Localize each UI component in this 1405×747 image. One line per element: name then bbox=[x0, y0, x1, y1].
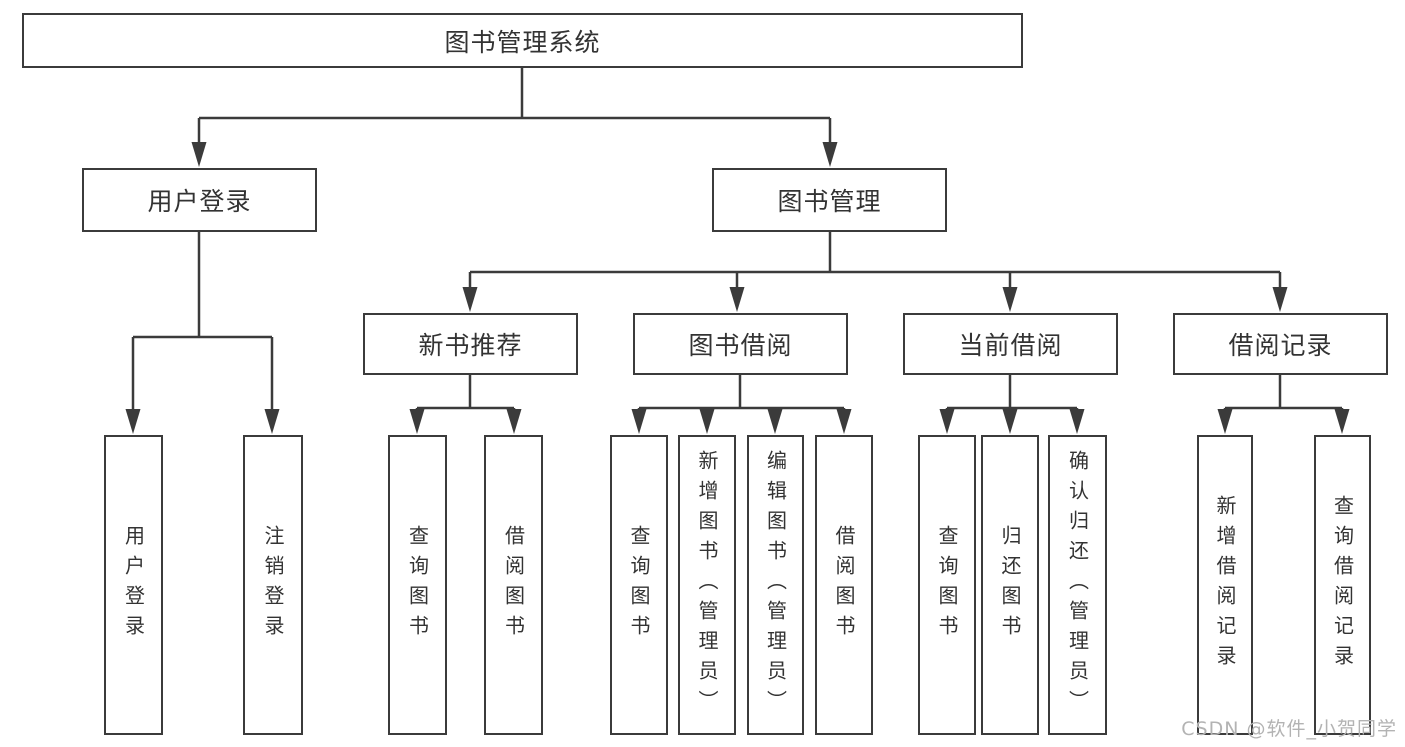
node-leaf-borrow-edit-books-label: 编辑图书（管理员） bbox=[763, 450, 788, 720]
node-leaf-current-query-books-label: 查询图书 bbox=[935, 525, 959, 645]
node-root-label: 图书管理系统 bbox=[444, 27, 601, 57]
node-current-borrow-label: 当前借阅 bbox=[958, 331, 1063, 360]
node-leaf-borrow-query-books: 查询图书 bbox=[610, 435, 668, 735]
node-borrow-records: 借阅记录 bbox=[1173, 313, 1388, 375]
node-leaf-recommend-borrow-books-label: 借阅图书 bbox=[501, 525, 526, 645]
watermark: CSDN @软件_小贺同学 bbox=[1181, 718, 1397, 740]
node-leaf-user-login-label: 用户登录 bbox=[121, 525, 146, 645]
node-current-borrow: 当前借阅 bbox=[903, 313, 1118, 375]
node-book-management: 图书管理 bbox=[712, 168, 947, 232]
node-leaf-recommend-query-books-label: 查询图书 bbox=[405, 525, 430, 645]
node-borrow-records-label: 借阅记录 bbox=[1228, 331, 1333, 360]
node-leaf-recommend-query-books: 查询图书 bbox=[388, 435, 447, 735]
node-root: 图书管理系统 bbox=[22, 13, 1023, 68]
node-leaf-borrow-add-books: 新增图书（管理员） bbox=[678, 435, 736, 735]
node-user-login-label: 用户登录 bbox=[147, 187, 252, 216]
node-leaf-borrow-borrow-books-label: 借阅图书 bbox=[832, 525, 856, 645]
node-leaf-borrow-edit-books: 编辑图书（管理员） bbox=[747, 435, 804, 735]
node-leaf-current-return-books-label: 归还图书 bbox=[998, 525, 1022, 645]
node-book-borrow: 图书借阅 bbox=[633, 313, 848, 375]
node-leaf-logout-label: 注销登录 bbox=[261, 525, 285, 645]
node-leaf-current-confirm-return-label: 确认归还（管理员） bbox=[1065, 450, 1090, 720]
node-new-book-recommend: 新书推荐 bbox=[363, 313, 578, 375]
node-leaf-borrow-query-books-label: 查询图书 bbox=[627, 525, 651, 645]
node-leaf-records-add-record: 新增借阅记录 bbox=[1197, 435, 1253, 735]
node-new-book-recommend-label: 新书推荐 bbox=[418, 331, 523, 360]
node-leaf-current-confirm-return: 确认归还（管理员） bbox=[1048, 435, 1107, 735]
node-leaf-user-login: 用户登录 bbox=[104, 435, 163, 735]
node-book-borrow-label: 图书借阅 bbox=[688, 331, 793, 360]
node-leaf-logout: 注销登录 bbox=[243, 435, 303, 735]
node-leaf-recommend-borrow-books: 借阅图书 bbox=[484, 435, 543, 735]
node-user-login: 用户登录 bbox=[82, 168, 317, 232]
node-leaf-borrow-add-books-label: 新增图书（管理员） bbox=[695, 450, 719, 720]
node-book-management-label: 图书管理 bbox=[777, 187, 882, 216]
node-leaf-records-query-record-label: 查询借阅记录 bbox=[1330, 495, 1355, 675]
node-leaf-current-return-books: 归还图书 bbox=[981, 435, 1039, 735]
node-leaf-borrow-borrow-books: 借阅图书 bbox=[815, 435, 873, 735]
node-leaf-records-add-record-label: 新增借阅记录 bbox=[1213, 495, 1237, 675]
node-leaf-records-query-record: 查询借阅记录 bbox=[1314, 435, 1371, 735]
node-leaf-current-query-books: 查询图书 bbox=[918, 435, 976, 735]
